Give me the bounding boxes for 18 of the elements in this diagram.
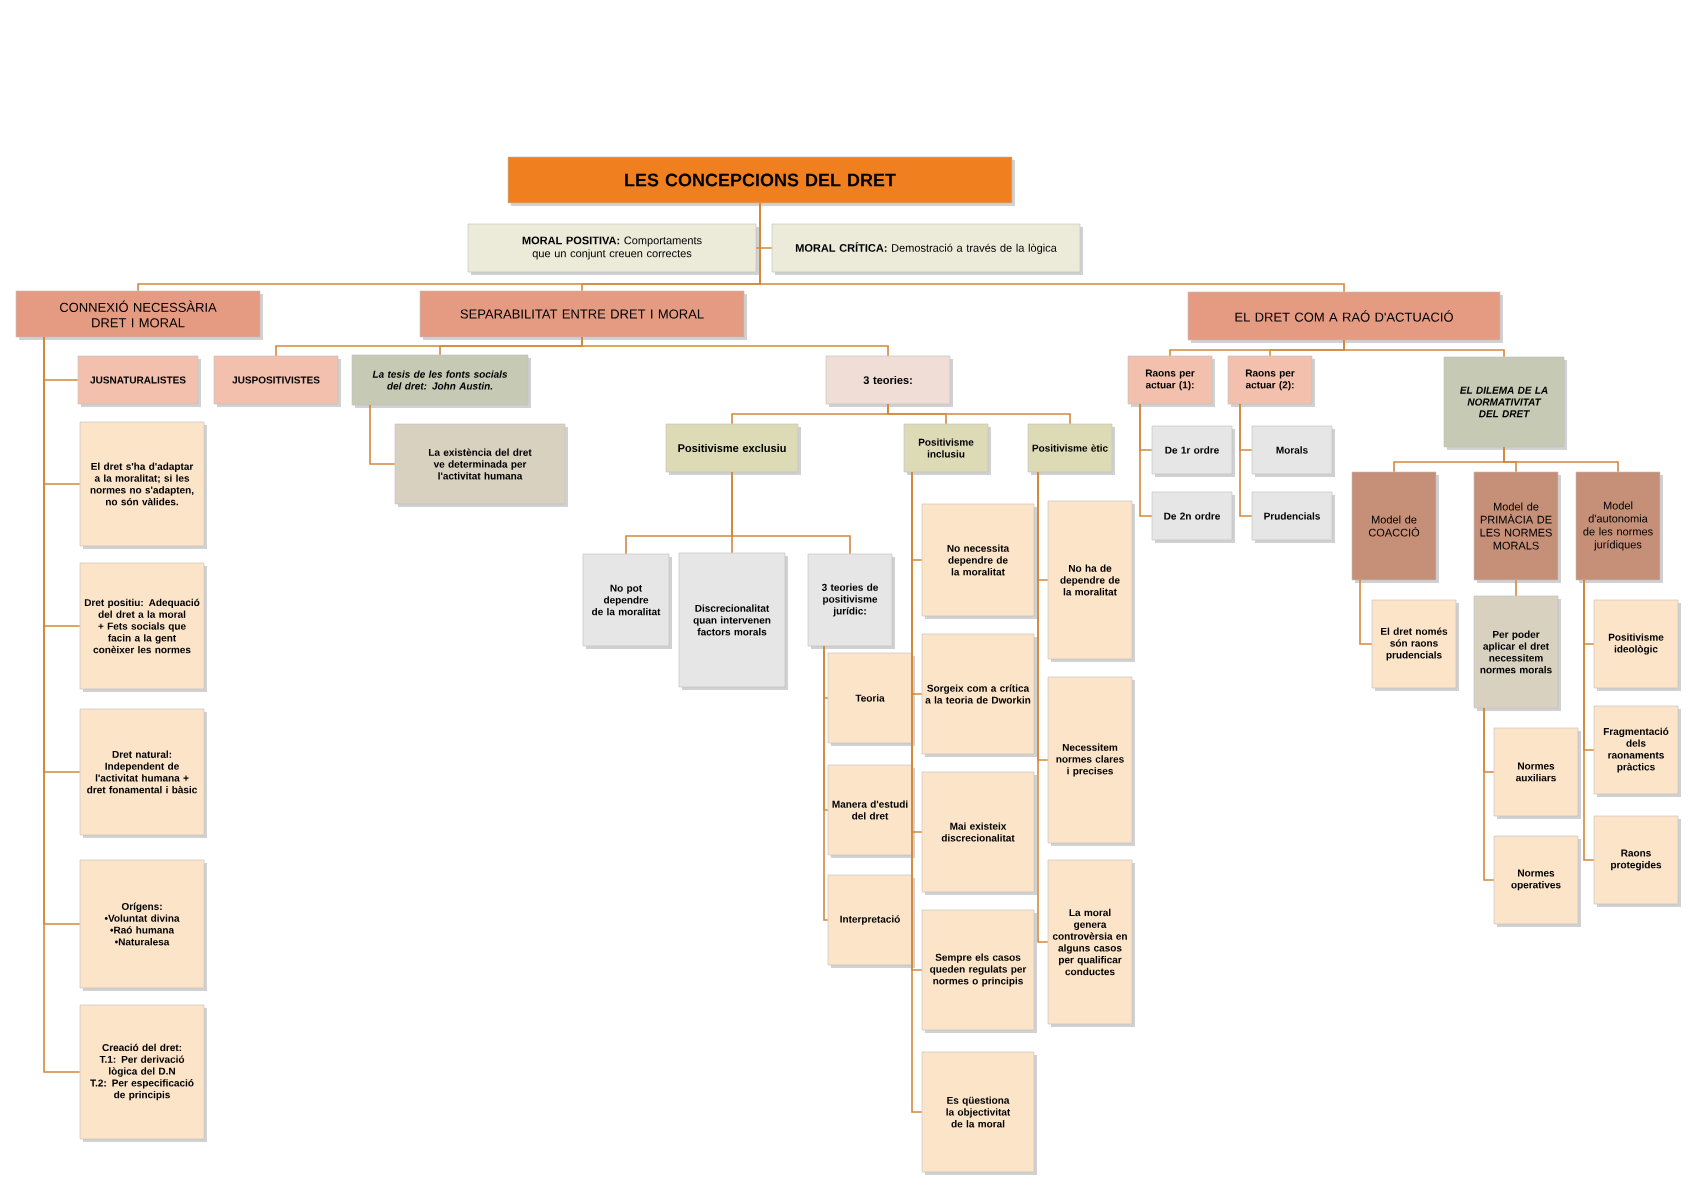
connector-line	[823, 645, 829, 921]
connector-line	[911, 471, 923, 1113]
connector-line	[1515, 579, 1517, 597]
connector-line	[759, 202, 1345, 293]
connector-line	[1483, 707, 1495, 881]
connector-line	[1359, 579, 1373, 645]
connector-line	[887, 403, 1071, 425]
connector-line	[581, 336, 889, 357]
title-box: LES CONCEPCIONS DEL DRET	[507, 156, 1015, 206]
connector-line	[1503, 446, 1619, 473]
connector-line	[1239, 403, 1253, 517]
connector-line	[43, 336, 81, 1073]
connector-line	[1343, 339, 1505, 358]
connector-line	[369, 404, 396, 465]
connector-line	[1139, 403, 1153, 517]
connector-line	[1583, 579, 1595, 861]
connector-line	[731, 471, 851, 555]
connector-line	[1037, 471, 1049, 943]
